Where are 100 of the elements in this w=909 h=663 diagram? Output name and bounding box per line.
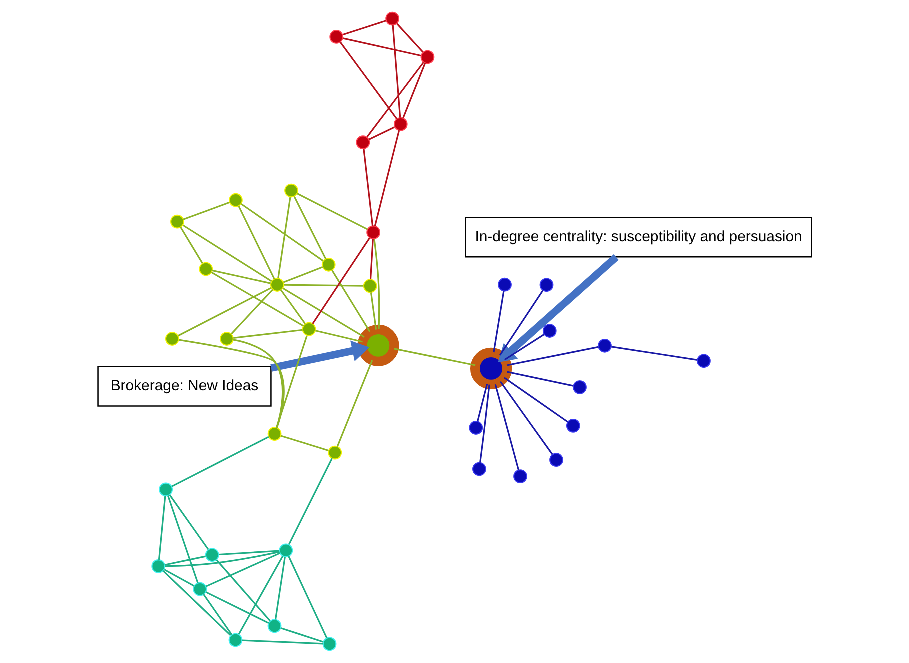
node-circle — [329, 30, 344, 44]
node-box: Brokerage: New Ideas — [97, 366, 272, 407]
connector — [370, 292, 377, 330]
node-circle — [357, 324, 399, 366]
node-circle — [192, 582, 207, 596]
connector — [499, 381, 553, 456]
node-circle — [284, 184, 298, 198]
connector — [315, 330, 362, 343]
node-circle — [170, 214, 184, 229]
node-circle — [598, 338, 612, 353]
node-circle — [566, 418, 580, 433]
connector — [182, 202, 230, 220]
connector — [342, 38, 422, 57]
node-circle — [393, 117, 408, 132]
connector — [238, 206, 275, 280]
node-circle — [270, 278, 284, 292]
connector — [366, 62, 424, 138]
connector — [171, 436, 269, 488]
node-circle — [267, 619, 282, 634]
connector — [164, 551, 280, 568]
connector — [611, 346, 698, 361]
node-circle — [328, 446, 342, 460]
node-circle — [267, 427, 282, 441]
connector — [202, 594, 232, 636]
node-box: In-degree centrality: susceptibility and persuasion — [464, 216, 812, 258]
node-circle — [362, 279, 377, 294]
connector — [162, 570, 231, 636]
connector — [479, 384, 490, 463]
connector — [282, 266, 323, 284]
connector — [182, 224, 272, 282]
connector — [180, 226, 203, 264]
connector — [492, 291, 504, 353]
node-circle — [549, 453, 563, 468]
connector — [362, 148, 374, 226]
connector — [336, 360, 373, 448]
node-circle — [198, 262, 213, 276]
connector — [212, 270, 270, 284]
connector — [232, 339, 284, 428]
connector — [230, 289, 273, 335]
node-circle — [542, 324, 556, 338]
connector — [206, 552, 280, 588]
connector — [369, 239, 374, 280]
node-circle — [572, 380, 586, 394]
connector — [396, 23, 424, 53]
node-circle — [356, 136, 370, 150]
connector — [340, 42, 398, 120]
connector — [499, 290, 544, 356]
connector — [164, 556, 206, 566]
connector — [282, 288, 364, 338]
connector — [288, 458, 332, 545]
connector — [394, 348, 476, 366]
connector — [504, 334, 544, 361]
connector — [274, 556, 286, 620]
node-circle — [220, 332, 234, 346]
node-circle — [278, 544, 293, 558]
node-circle — [366, 226, 380, 240]
connector — [280, 435, 328, 452]
node-circle — [204, 548, 219, 562]
node-circle — [151, 560, 166, 574]
connector — [284, 284, 364, 287]
connector — [342, 20, 386, 36]
connector — [296, 193, 368, 230]
connector — [368, 126, 394, 140]
node-circle — [498, 278, 512, 292]
connector — [277, 197, 291, 279]
node-circle — [385, 12, 399, 26]
connector — [240, 203, 324, 262]
connector — [374, 130, 400, 226]
node-circle — [513, 470, 527, 484]
connector — [293, 196, 326, 260]
connector — [242, 640, 323, 645]
connector — [280, 627, 324, 643]
connector — [164, 569, 194, 587]
connector — [494, 384, 520, 470]
arrow — [498, 254, 618, 363]
connector — [216, 560, 270, 622]
node-circle — [696, 354, 710, 368]
connector — [331, 270, 370, 332]
node-circle — [322, 637, 336, 652]
connector — [288, 556, 328, 639]
connector — [178, 287, 272, 337]
connector — [312, 238, 370, 324]
connector — [210, 272, 304, 327]
node-circle — [164, 332, 179, 346]
node-circle — [228, 193, 242, 208]
connector — [402, 62, 426, 118]
connector — [392, 25, 401, 118]
node-circle — [228, 633, 242, 648]
node-circle — [302, 322, 316, 336]
connector — [476, 384, 488, 422]
connector — [504, 377, 568, 423]
connector — [178, 339, 284, 428]
node-circle — [468, 421, 483, 435]
connector — [158, 496, 166, 560]
connector — [506, 346, 598, 366]
connector — [506, 371, 574, 387]
node-circle — [472, 462, 486, 476]
arrow — [270, 340, 370, 372]
node-circle — [539, 278, 554, 292]
connector — [218, 550, 279, 556]
